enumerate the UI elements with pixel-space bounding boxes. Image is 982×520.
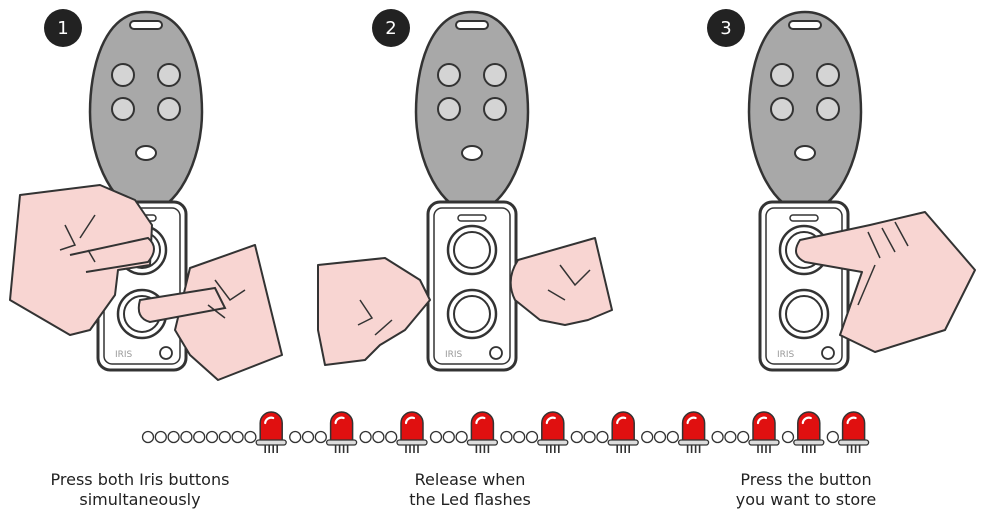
led-off-dot: [781, 430, 795, 444]
led-on-icon: [396, 411, 428, 453]
led-on-icon: [793, 411, 825, 453]
led-off-dot: [167, 430, 180, 444]
led-off-dot: [513, 430, 526, 444]
led-on-icon: [325, 411, 358, 453]
pressing-hand-3: [795, 211, 976, 353]
step-2-caption-line2: the Led flashes: [409, 490, 531, 509]
remote-key-fob-2: [414, 10, 530, 214]
led-off-dot: [289, 430, 302, 444]
step-3-illustration: [747, 10, 976, 372]
led-on-icon: [255, 411, 287, 453]
led-off-dot: [570, 430, 583, 444]
led-off-dot: [385, 430, 398, 444]
led-on-icon: [607, 411, 639, 453]
led-on-icon: [677, 411, 710, 453]
led-off-dot: [193, 430, 206, 444]
step-1-caption: Press both Iris buttons simultaneously: [10, 470, 270, 510]
step-3-number: 3: [707, 9, 745, 47]
right-hand-2: [509, 237, 613, 326]
led-on-icon: [748, 411, 780, 453]
led-off-dot: [218, 430, 231, 444]
led-off-dot: [666, 430, 679, 444]
led-flash-sequence: [141, 411, 870, 453]
led-off-dot: [737, 430, 750, 444]
left-hand-1: [9, 184, 155, 336]
step-1-illustration: [9, 10, 283, 381]
led-off-dot: [525, 430, 539, 444]
step-2-illustration: [317, 10, 613, 372]
iris-remote-2: [426, 200, 518, 372]
left-hand-2: [317, 257, 431, 366]
led-off-dot: [826, 430, 839, 444]
iris-label-3: IRIS: [777, 350, 795, 360]
iris-remote-3: [758, 200, 850, 372]
led-off-dot: [154, 430, 167, 444]
iris-label-2: IRIS: [445, 350, 463, 360]
right-hand-1: [137, 244, 283, 381]
step-1-caption-line2: simultaneously: [79, 490, 201, 509]
remote-key-fob-1: [88, 10, 204, 214]
step-3-caption-line2: you want to store: [735, 490, 877, 509]
iris-label-1: IRIS: [115, 350, 133, 360]
led-off-dot: [500, 430, 513, 444]
led-off-dot: [596, 430, 609, 444]
led-off-dot: [724, 430, 737, 444]
remote-key-fob-3: [747, 10, 863, 214]
step-2-caption: Release when the Led flashes: [340, 470, 600, 510]
led-on-icon: [466, 411, 499, 453]
step-2-caption-line1: Release when: [414, 470, 526, 489]
step-3-caption: Press the button you want to store: [676, 470, 936, 510]
led-off-dot: [653, 430, 667, 444]
led-off-dot: [180, 430, 193, 444]
led-on-icon: [537, 411, 569, 453]
led-off-dot: [641, 430, 654, 444]
led-off-dot: [141, 430, 155, 444]
led-off-dot: [231, 430, 244, 444]
led-off-dot: [244, 430, 257, 444]
led-off-dot: [711, 430, 724, 444]
led-off-dot: [442, 430, 455, 444]
step-1-number: 1: [44, 9, 82, 47]
led-off-dot: [429, 430, 443, 444]
led-off-dot: [205, 430, 219, 444]
led-on-icon: [837, 411, 870, 453]
led-off-dot: [372, 430, 385, 444]
led-off-dot: [583, 430, 596, 444]
led-off-dot: [359, 430, 372, 444]
step-3-caption-line1: Press the button: [740, 470, 872, 489]
led-off-dot: [455, 430, 468, 444]
step-1-caption-line1: Press both Iris buttons: [50, 470, 230, 489]
led-off-dot: [301, 430, 315, 444]
led-off-dot: [314, 430, 327, 444]
step-2-number: 2: [372, 9, 410, 47]
